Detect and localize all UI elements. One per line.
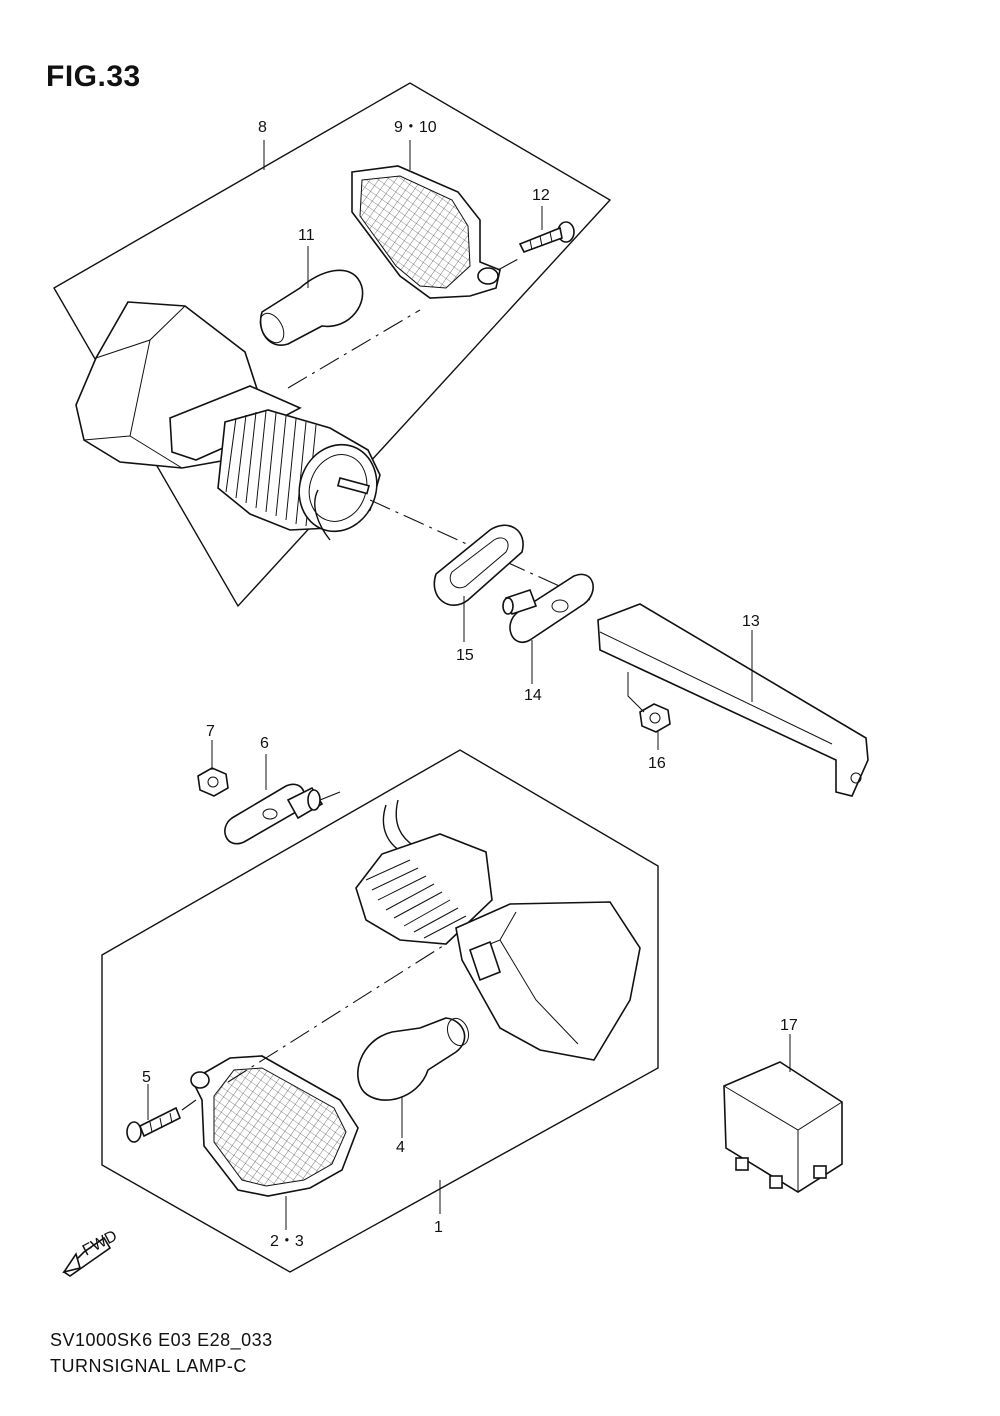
callout-12: 12: [532, 187, 550, 204]
callout-5: 5: [142, 1069, 151, 1086]
lower-bulb: [357, 1017, 470, 1101]
lower-nut: [197, 767, 229, 797]
callout-16: 16: [648, 755, 666, 772]
callout-13: 13: [742, 613, 760, 630]
fwd-arrow: FWD: [62, 1227, 120, 1277]
diagram-code: SV1000SK6 E03 E28_033: [50, 1330, 273, 1350]
lower-assembly-box: [101, 749, 659, 1273]
callout-4: 4: [396, 1139, 405, 1156]
callout-15: 15: [456, 647, 474, 664]
grommet: [433, 524, 524, 606]
figure-title: FIG.33: [46, 60, 141, 93]
callout-7: 7: [206, 723, 215, 740]
lower-gasket: [224, 783, 324, 845]
lower-lamp-housing: [455, 901, 641, 1061]
callout-14: 14: [524, 687, 542, 704]
upper-rubber-boot: [217, 409, 381, 541]
upper-bulb: [259, 269, 364, 346]
lower-rubber-boot: [355, 799, 493, 945]
callout-8: 8: [258, 119, 267, 136]
leader-lines: [147, 140, 791, 1230]
callout-6: 6: [260, 735, 269, 752]
upper-screw: [518, 221, 575, 253]
callout-11: 11: [298, 227, 315, 244]
mounting-bracket: [597, 603, 869, 797]
lower-lens: [190, 1055, 359, 1197]
upper-nut: [639, 703, 671, 733]
upper-assembly-box: [53, 82, 612, 608]
flasher-relay: [723, 1061, 843, 1193]
diagram-name: TURNSIGNAL LAMP-C: [50, 1356, 247, 1376]
upper-lens: [351, 165, 501, 299]
lower-screw: [126, 1106, 182, 1143]
callout-17: 17: [780, 1017, 798, 1034]
callout-2-3: 2・3: [270, 1233, 304, 1250]
callout-1: 1: [434, 1219, 443, 1236]
callout-9-10: 9・10: [394, 119, 437, 136]
gasket: [502, 573, 594, 643]
